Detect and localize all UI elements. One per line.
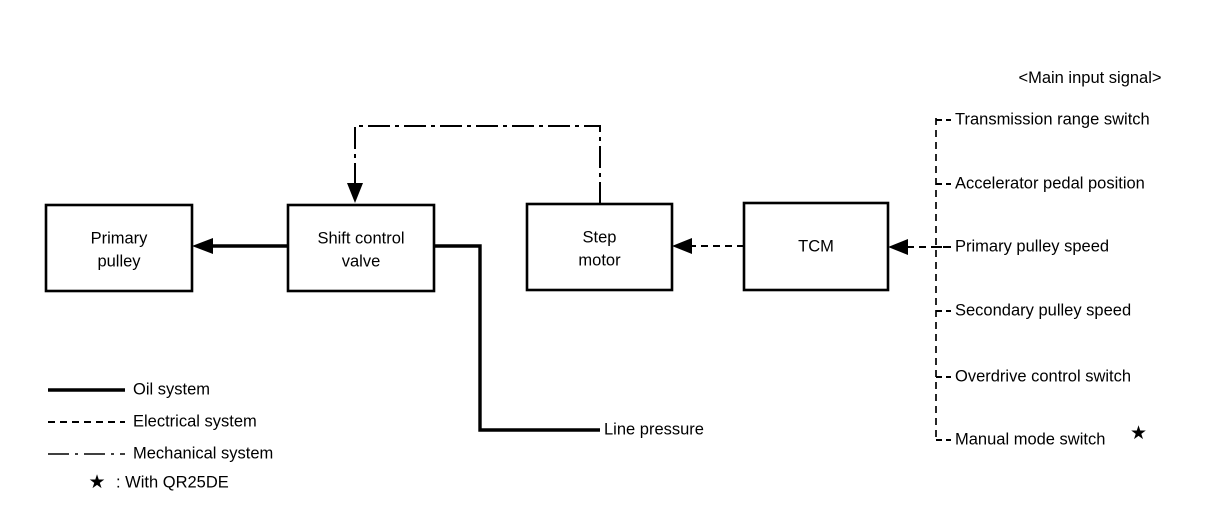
signal-label-secondary-pulley-speed: Secondary pulley speed xyxy=(955,301,1131,319)
box-label-line1: Step xyxy=(583,228,617,246)
legend-star-icon: ★ xyxy=(88,472,105,493)
box-outline xyxy=(742,201,890,292)
signal-label-transmission-range-switch: Transmission range switch xyxy=(955,110,1150,128)
box-label-line1: Primary xyxy=(91,229,149,247)
box-step-motor[interactable]: Step motor xyxy=(525,202,674,292)
box-label-line2: valve xyxy=(342,252,381,270)
box-outline xyxy=(44,203,194,293)
manual-mode-switch-star-icon: ★ xyxy=(1130,423,1147,444)
oil-line-line-pressure xyxy=(434,244,600,432)
box-tcm[interactable]: TCM xyxy=(742,201,890,292)
box-outline xyxy=(286,203,436,293)
box-label-line2: pulley xyxy=(97,252,141,270)
box-outline xyxy=(525,202,674,292)
arrow-head-down-shift-control-valve xyxy=(347,183,363,203)
arrow-head-left-step-motor xyxy=(672,238,692,254)
electrical-path-signal-to-tcm xyxy=(888,239,950,255)
arrow-head-left-primary-pulley xyxy=(192,238,213,254)
label-line-pressure: Line pressure xyxy=(604,420,704,438)
box-label-line2: motor xyxy=(578,251,621,269)
electrical-path-tcm-to-step-motor xyxy=(672,238,744,254)
legend-label-electrical-system: Electrical system xyxy=(133,412,257,430)
legend-label-oil-system: Oil system xyxy=(133,380,210,398)
signal-label-primary-pulley-speed: Primary pulley speed xyxy=(955,237,1109,255)
legend-label-mechanical-system: Mechanical system xyxy=(133,444,273,462)
oil-path-valve-to-line-pressure xyxy=(434,244,600,432)
legend: Oil system Electrical system Mechanical … xyxy=(48,380,273,493)
mechanical-path-step-motor-to-valve xyxy=(347,125,601,204)
box-label-line1: TCM xyxy=(798,237,834,255)
box-shift-control-valve[interactable]: Shift control valve xyxy=(286,203,436,293)
mechanical-line xyxy=(354,125,601,204)
signal-label-overdrive-control-switch: Overdrive control switch xyxy=(955,367,1131,385)
oil-path-valve-to-primary-pulley xyxy=(192,238,288,254)
signal-label-accelerator-pedal-position: Accelerator pedal position xyxy=(955,174,1145,192)
box-label-line1: Shift control xyxy=(317,229,404,247)
arrow-head-left-tcm xyxy=(888,239,908,255)
main-input-signal-header: <Main input signal> xyxy=(1018,69,1161,87)
box-primary-pulley[interactable]: Primary pulley xyxy=(44,203,194,293)
signal-label-manual-mode-switch: Manual mode switch xyxy=(955,430,1105,448)
legend-label-qr25de-note: : With QR25DE xyxy=(116,473,229,491)
